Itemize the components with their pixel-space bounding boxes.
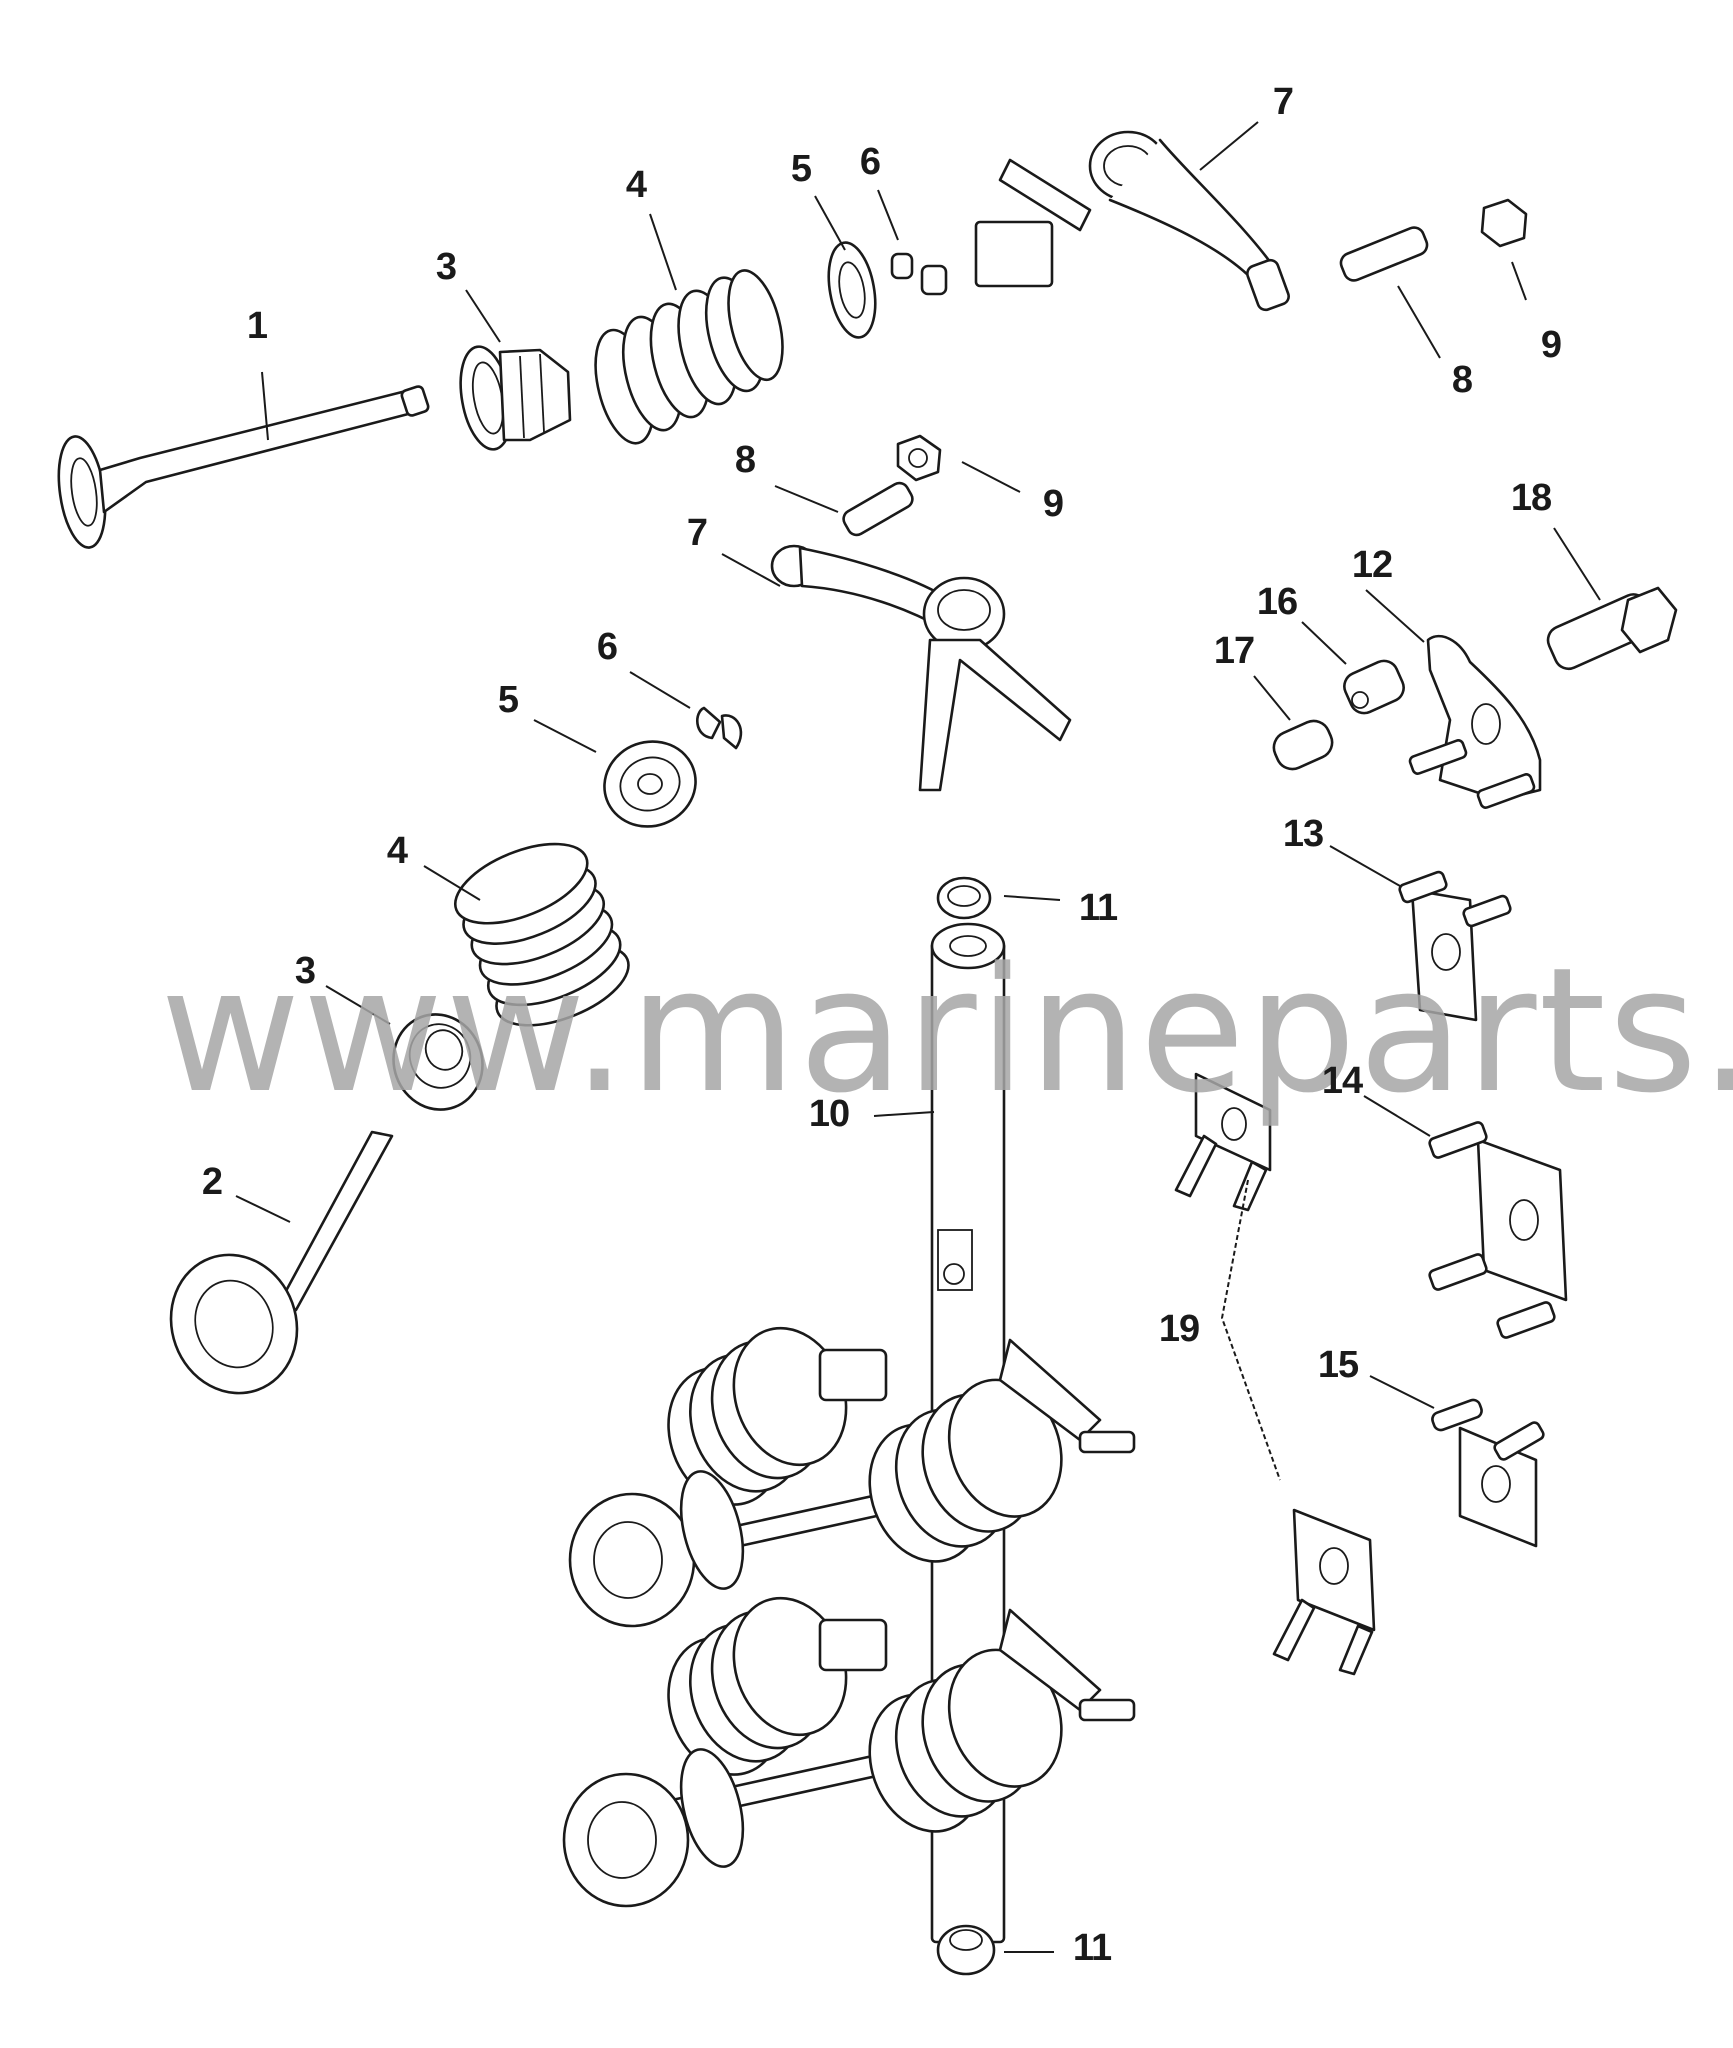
callout-8[interactable]: 8 bbox=[1451, 359, 1473, 401]
part-10-rocker-shaft-assembly bbox=[562, 922, 1136, 1944]
part-13-bracket bbox=[1329, 845, 1512, 1022]
assembled-set-upper bbox=[568, 1326, 1136, 1628]
callout-16[interactable]: 16 bbox=[1256, 581, 1298, 623]
callout-15[interactable]: 15 bbox=[1317, 1344, 1359, 1386]
callout-14[interactable]: 14 bbox=[1321, 1060, 1363, 1102]
callout-3[interactable]: 3 bbox=[435, 246, 457, 288]
callout-3[interactable]: 3 bbox=[294, 950, 316, 992]
part-9-nut-upper bbox=[1480, 198, 1528, 301]
callout-6[interactable]: 6 bbox=[596, 626, 618, 668]
callout-19[interactable]: 19 bbox=[1158, 1308, 1200, 1350]
callout-8[interactable]: 8 bbox=[734, 439, 756, 481]
part-9-nut-middle bbox=[896, 434, 1021, 493]
callout-6[interactable]: 6 bbox=[859, 141, 881, 183]
callout-2[interactable]: 2 bbox=[201, 1161, 223, 1203]
part-5-retainer-lower bbox=[533, 719, 697, 828]
part-18-flange-bolt bbox=[1546, 527, 1678, 671]
part-19-spring-clips bbox=[1174, 1072, 1376, 1676]
callout-10[interactable]: 10 bbox=[808, 1093, 850, 1135]
assembled-set-lower bbox=[562, 1596, 1136, 1908]
part-6-keepers-lower bbox=[629, 671, 743, 750]
callout-4[interactable]: 4 bbox=[386, 830, 408, 872]
callout-13[interactable]: 13 bbox=[1282, 813, 1324, 855]
part-12-bracket bbox=[1365, 589, 1542, 809]
part-14-bracket bbox=[1363, 1095, 1568, 1339]
callout-4[interactable]: 4 bbox=[625, 164, 647, 206]
part-16-collar bbox=[1301, 621, 1405, 715]
callout-11[interactable]: 11 bbox=[1078, 887, 1118, 929]
part-5-retainer-upper bbox=[814, 195, 877, 339]
part-3-seal-upper bbox=[459, 289, 572, 451]
callout-18[interactable]: 18 bbox=[1510, 477, 1552, 519]
part-4-spring-lower bbox=[423, 842, 630, 1027]
part-17-dowel-pin bbox=[1253, 675, 1334, 771]
part-4-spring-upper bbox=[594, 213, 784, 445]
callout-1[interactable]: 1 bbox=[246, 305, 268, 347]
part-8-screw-upper bbox=[1339, 226, 1441, 359]
part-2-valve-lower bbox=[169, 1130, 394, 1395]
callout-7[interactable]: 7 bbox=[686, 512, 708, 554]
callout-17[interactable]: 17 bbox=[1213, 630, 1255, 672]
callout-5[interactable]: 5 bbox=[790, 148, 812, 190]
part-1-valve-upper bbox=[57, 371, 430, 549]
callout-12[interactable]: 12 bbox=[1351, 544, 1393, 586]
part-7-rocker-arm-upper bbox=[974, 121, 1290, 312]
part-6-keepers-upper bbox=[877, 189, 948, 296]
callout-5[interactable]: 5 bbox=[497, 679, 519, 721]
callout-11[interactable]: 11 bbox=[1072, 1927, 1112, 1969]
part-3-seal-lower bbox=[325, 985, 484, 1111]
part-11-plug-bottom bbox=[936, 1924, 1054, 1976]
callout-9[interactable]: 9 bbox=[1540, 324, 1562, 366]
part-7-rocker-arm-middle bbox=[721, 544, 1072, 792]
part-8-screw-middle bbox=[774, 481, 914, 537]
callout-7[interactable]: 7 bbox=[1272, 81, 1294, 123]
part-11-plug-top bbox=[936, 876, 1061, 920]
part-15-bracket bbox=[1369, 1375, 1545, 1548]
callout-9[interactable]: 9 bbox=[1042, 483, 1064, 525]
